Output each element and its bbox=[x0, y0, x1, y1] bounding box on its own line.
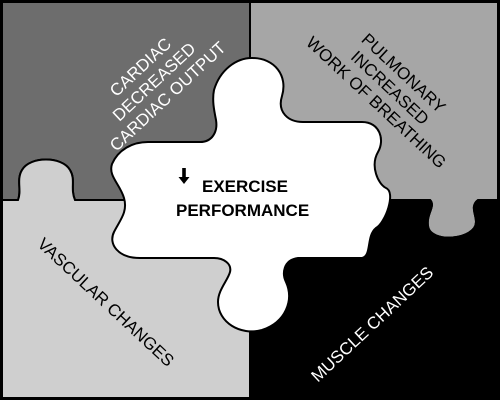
center-label-line1: EXERCISE bbox=[202, 177, 288, 196]
center-label-line2: PERFORMANCE bbox=[176, 201, 309, 220]
center-label-group: EXERCISE PERFORMANCE bbox=[176, 168, 309, 220]
down-arrow-icon bbox=[178, 168, 190, 184]
center-piece bbox=[110, 56, 392, 333]
